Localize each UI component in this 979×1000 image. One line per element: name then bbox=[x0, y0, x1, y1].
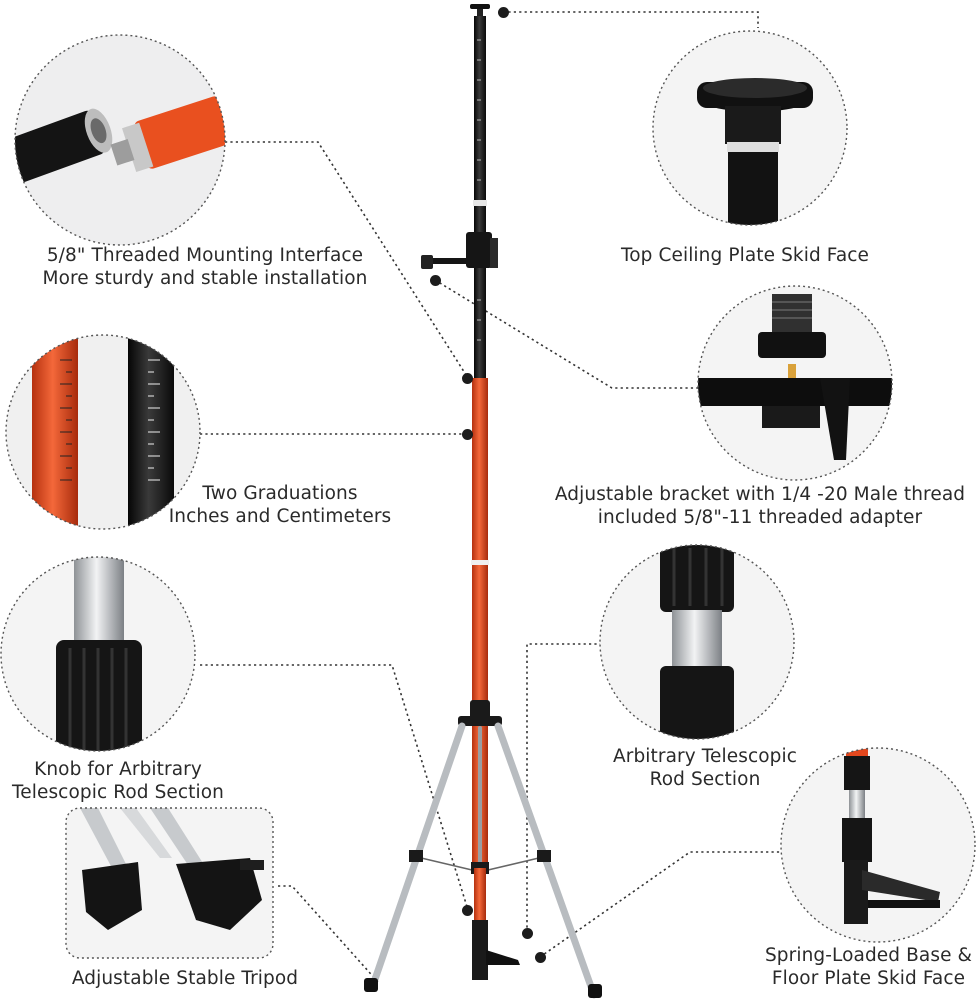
leader-dot-knob bbox=[462, 905, 473, 916]
caption-threaded-line1: 5/8" Threaded Mounting Interface bbox=[46, 245, 364, 266]
leader-dot-section bbox=[522, 928, 533, 939]
caption-base-line1: Spring-Loaded Base & bbox=[764, 945, 973, 966]
leader-lines bbox=[200, 11, 790, 983]
caption-bracket-line2: included 5/8"-11 threaded adapter bbox=[597, 507, 923, 528]
base-photo bbox=[780, 747, 976, 943]
caption-telescopic-line1: Arbitrary Telescopic bbox=[612, 746, 798, 767]
leader-dot-graduation bbox=[462, 429, 473, 440]
caption-base: Spring-Loaded Base & Floor Plate Skid Fa… bbox=[758, 944, 979, 990]
telescopic-section-photo bbox=[599, 544, 795, 740]
caption-tripod-line1: Adjustable Stable Tripod bbox=[71, 968, 299, 989]
caption-telescopic-section: Arbitrary Telescopic Rod Section bbox=[595, 745, 815, 791]
caption-base-line2: Floor Plate Skid Face bbox=[771, 968, 966, 989]
bracket-photo bbox=[697, 285, 893, 481]
threaded-interface-photo bbox=[14, 34, 226, 246]
tripod-feet-photo bbox=[65, 807, 274, 959]
knob-photo bbox=[0, 556, 196, 752]
caption-bracket-line1: Adjustable bracket with 1/4 -20 Male thr… bbox=[554, 484, 966, 505]
product-pole bbox=[364, 4, 602, 999]
top-plate-photo bbox=[652, 30, 848, 226]
caption-knob-line1: Knob for Arbitrary bbox=[34, 759, 202, 780]
leader-dot-threaded bbox=[462, 373, 473, 384]
leader-dot-base bbox=[535, 952, 546, 963]
graduations-photo bbox=[5, 334, 201, 530]
caption-knob: Knob for Arbitrary Telescopic Rod Sectio… bbox=[0, 758, 236, 804]
leader-dot-bracket bbox=[430, 275, 441, 286]
caption-top-plate-line1: Top Ceiling Plate Skid Face bbox=[620, 245, 870, 266]
caption-threaded-line2: More sturdy and stable installation bbox=[42, 268, 368, 289]
caption-knob-line2: Telescopic Rod Section bbox=[11, 782, 225, 803]
caption-graduations: Two Graduations Inches and Centimeters bbox=[150, 482, 410, 528]
caption-tripod: Adjustable Stable Tripod bbox=[50, 967, 320, 990]
caption-threaded-interface: 5/8" Threaded Mounting Interface More st… bbox=[20, 244, 390, 290]
leader-dot-top bbox=[498, 7, 509, 18]
caption-graduations-line2: Inches and Centimeters bbox=[168, 506, 392, 527]
caption-graduations-line1: Two Graduations bbox=[202, 483, 358, 504]
caption-bracket: Adjustable bracket with 1/4 -20 Male thr… bbox=[545, 483, 975, 529]
caption-telescopic-line2: Rod Section bbox=[649, 769, 761, 790]
caption-top-plate: Top Ceiling Plate Skid Face bbox=[580, 244, 910, 267]
